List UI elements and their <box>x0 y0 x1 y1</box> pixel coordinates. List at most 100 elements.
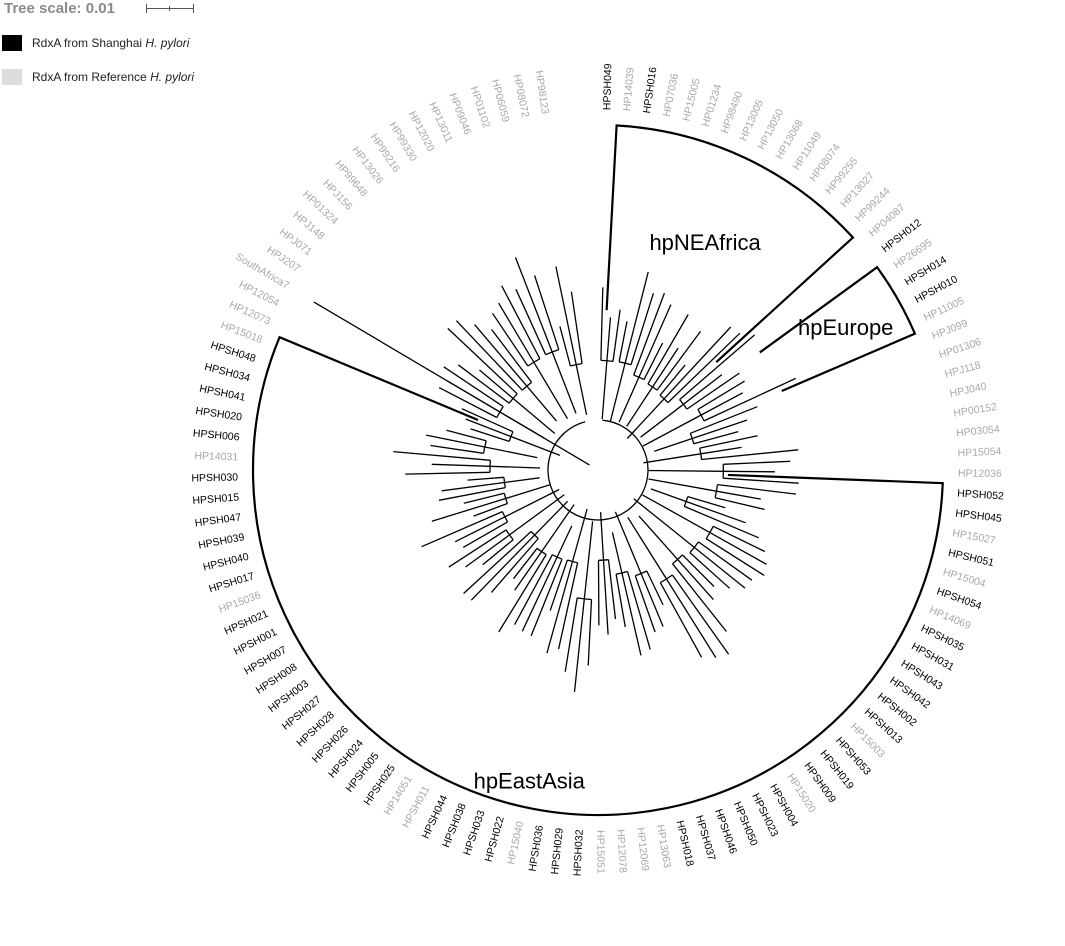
leaf-label: HP00152 <box>953 401 998 420</box>
tree-branch <box>671 563 727 632</box>
tree-branch <box>465 418 512 438</box>
tree-branch <box>630 293 655 365</box>
tree-branch <box>693 430 739 445</box>
tree-branch <box>482 440 487 454</box>
tree-branch <box>521 381 532 391</box>
tree-branch <box>647 469 724 472</box>
tree-branch <box>470 534 536 601</box>
tree-branch <box>509 494 565 536</box>
leaf-label: HP12069 <box>634 827 651 872</box>
tree-branch <box>689 552 731 589</box>
tree-branch <box>640 403 684 438</box>
leaf-label: HPSH006 <box>192 427 240 443</box>
leaf-label: HP14039 <box>621 67 637 112</box>
tree-branch <box>491 329 533 383</box>
tree-branch <box>723 460 791 465</box>
leaf-label: HPSH048 <box>209 339 257 365</box>
leaf-label: HPSH032 <box>571 829 585 876</box>
tree-branch <box>536 547 547 556</box>
leaf-label: HP12078 <box>614 829 629 874</box>
tree-branch <box>621 572 642 656</box>
clade-label: hpEurope <box>798 315 893 340</box>
tree-branch <box>490 538 539 593</box>
tree-branch <box>498 554 547 633</box>
tree-branch <box>647 314 689 385</box>
tree-branch <box>541 504 575 552</box>
tree-branch <box>652 347 679 388</box>
tree-branch <box>650 488 687 503</box>
tree-branch <box>687 495 726 509</box>
tree-branch <box>697 380 745 410</box>
tree-branch <box>659 364 686 396</box>
tree-branch <box>463 492 505 504</box>
tree-branch <box>512 547 538 580</box>
tree-branch <box>498 302 535 363</box>
clade-label: hpEastAsia <box>474 768 586 793</box>
leaf-label: HP15040 <box>505 820 526 865</box>
leaf-label: HP01102 <box>468 85 493 130</box>
tree-branch <box>455 320 523 391</box>
tree-branch <box>638 304 672 378</box>
tree-branch <box>549 559 569 611</box>
tree-branch <box>474 324 528 387</box>
tree-branch <box>626 398 665 439</box>
tree-branch <box>646 570 664 606</box>
leaf-label: HP03054 <box>956 423 1001 439</box>
tree-branch <box>447 327 518 395</box>
leaf-label: HP07036 <box>661 72 681 117</box>
tree-branch <box>446 429 487 442</box>
tree-branch <box>491 312 529 367</box>
tree-branch <box>682 554 715 587</box>
leaf-label: HP15018 <box>219 319 264 346</box>
tree-branch <box>606 317 612 361</box>
leaf-label: HPSH039 <box>197 531 245 552</box>
tree-branch <box>607 559 617 620</box>
legend-swatch-shanghai <box>2 35 22 51</box>
tree-branch <box>600 287 604 361</box>
tree-branch <box>545 348 560 356</box>
leaf-label: HP15054 <box>957 446 1001 460</box>
legend-item-reference: RdxA from Reference H. pylori <box>2 67 194 87</box>
legend-swatch-reference <box>2 69 22 85</box>
tree-branch <box>723 477 799 484</box>
tree-branch <box>717 483 797 495</box>
tree-branch <box>648 478 717 492</box>
tree-branch <box>609 362 626 422</box>
tree-branch <box>533 361 569 420</box>
tree-branch <box>463 531 532 594</box>
tree-branch <box>659 394 669 404</box>
leaf-label: HPSH020 <box>195 405 243 424</box>
tree-branch <box>521 556 558 632</box>
clade-label: hpNEAfrica <box>649 230 761 255</box>
leaf-label: HPSH034 <box>203 361 251 384</box>
tree-branch <box>567 559 578 564</box>
tree-branch <box>643 342 664 380</box>
tree-branch <box>691 419 748 440</box>
tree-branch <box>716 490 761 500</box>
leaf-label: HP13063 <box>654 824 673 869</box>
tree-branches <box>313 257 799 693</box>
tree-branch <box>514 551 543 591</box>
tree-branch <box>512 397 556 434</box>
tree-branch <box>465 534 510 568</box>
tree-branch <box>313 301 590 466</box>
tree-branch <box>618 321 628 362</box>
leaf-label: HPSH029 <box>549 827 566 875</box>
tree-branch <box>559 326 572 367</box>
clade-wedge <box>251 335 944 817</box>
tree-branch <box>700 392 744 416</box>
tree-branch <box>587 599 593 666</box>
tree-branch <box>467 476 504 481</box>
tree-branch <box>700 446 742 455</box>
leaf-label: HPSH047 <box>194 511 242 529</box>
leaf-label: HP12036 <box>958 467 1002 479</box>
leaf-label: HPSH037 <box>693 814 718 862</box>
tree-branch <box>612 309 621 362</box>
tree-branch <box>634 575 656 633</box>
tree-branch <box>514 554 553 626</box>
tree-branch <box>484 446 538 459</box>
tree-branch <box>659 582 703 658</box>
leaf-label: HPSH036 <box>527 824 546 872</box>
tree-branch <box>514 257 553 353</box>
